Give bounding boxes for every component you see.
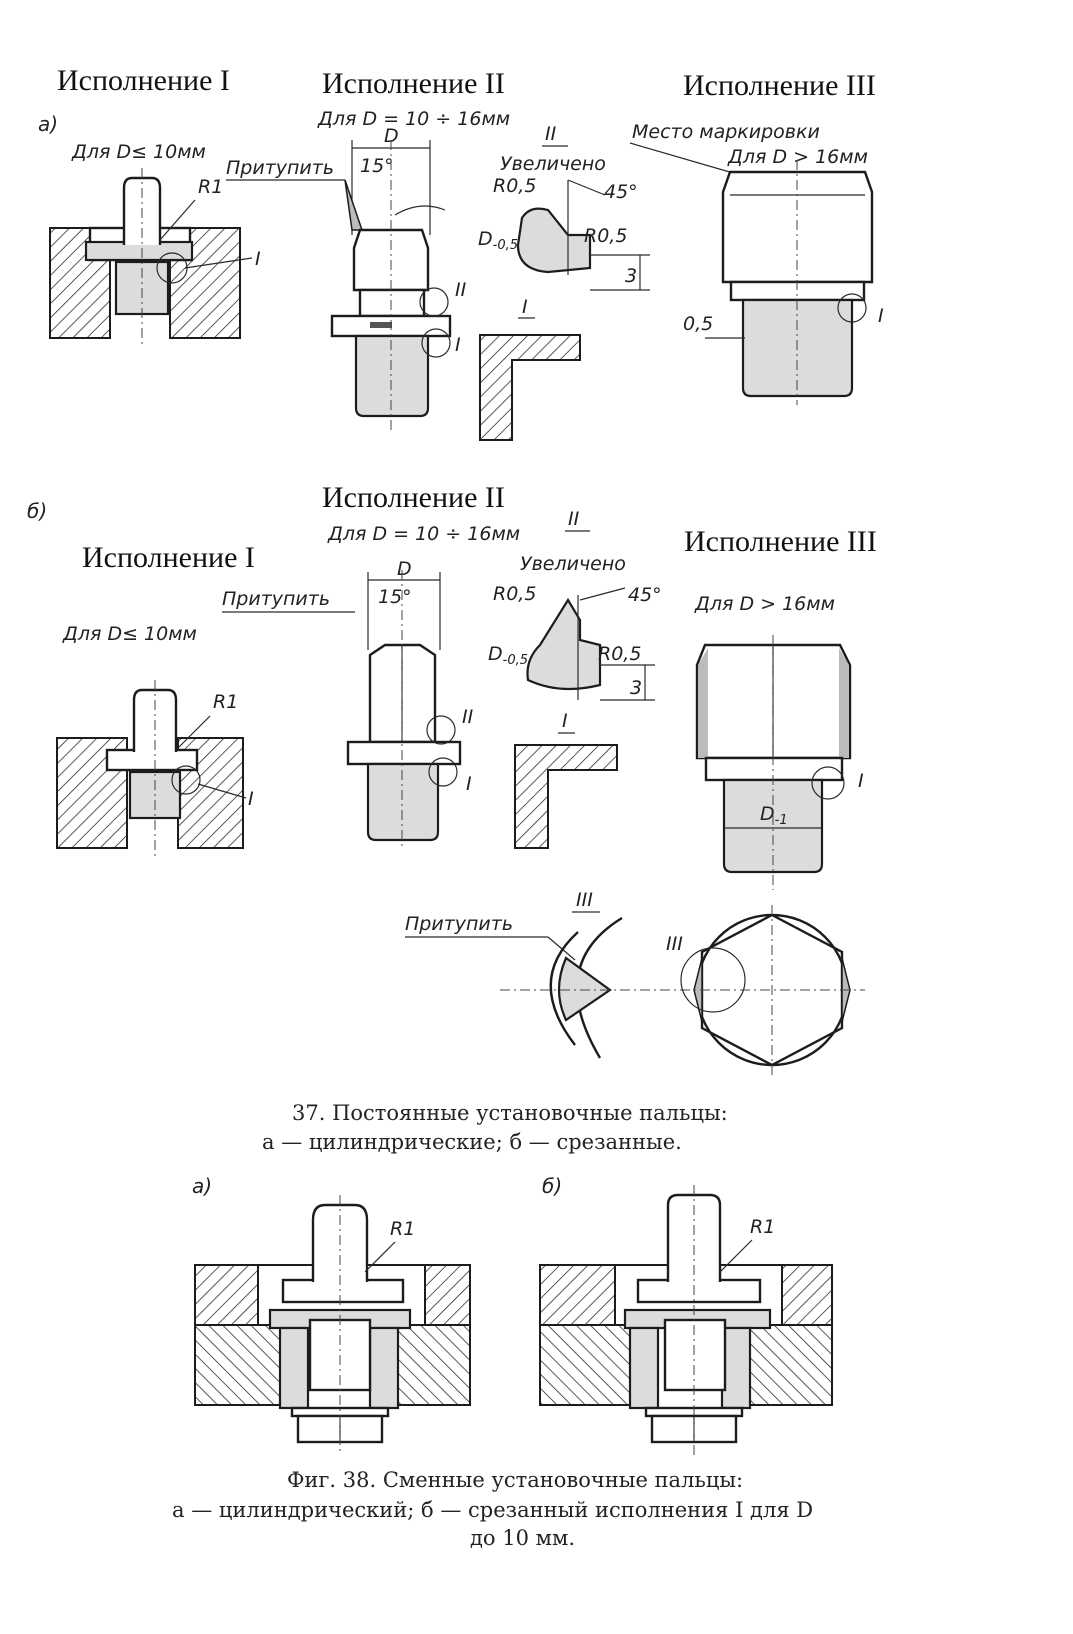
enlarged-b: Увеличено [520,553,626,575]
detail-i-b: I [514,710,618,849]
fig38-caption-line2: а — цилиндрический; б — срезанный исполн… [172,1498,813,1522]
detail-i-a-v1: I [255,248,261,270]
cond-b-v2: Для D = 10 ÷ 16мм [327,523,520,545]
pin-b-v2: Для D = 10 ÷ 16мм D 15° Притупить II I [222,523,520,850]
detail-i-b-v3: I [858,770,864,792]
fig37-caption-line1: 37. Постоянные установочные пальцы: [292,1101,728,1125]
cond-a-v2: Для D = 10 ÷ 16мм [317,108,510,130]
detail-i-b-v1: I [248,788,254,810]
top-view-b: III [666,905,865,1075]
detail-ii-a-v2: II [455,279,467,301]
cond-a-v3: Для D > 16мм [727,146,868,168]
detail-i-a-v2: I [455,334,461,356]
detail-ii-a: II Увеличено R0,5 45° D-0,5 R0,5 3 [478,123,650,291]
blunt-b-lower: Притупить [405,913,513,935]
fig38-a-r1: R1 [390,1218,415,1240]
d-minus-a: D-0,5 [478,228,518,253]
detail-i-b-title: I [562,710,568,732]
header-b-v2: Исполнение II [322,481,505,514]
detail-i-a-title: I [522,296,528,318]
detail-iii-b-mark: III [666,933,683,955]
angle45-a: 45° [604,181,638,203]
pin-a-v2: Для D = 10 ÷ 16мм D 15° Притупить II I [226,108,510,430]
fig38-b-letter: б) [542,1174,562,1198]
d-minus-b: D-0,5 [488,643,528,668]
r1-b-v1: R1 [213,691,238,713]
r05-b-side: R0,5 [598,643,641,665]
fig37-panel-b: б) Исполнение II Исполнение I Исполнение… [27,481,877,1154]
fig38-caption-line1: Фиг. 38. Сменные установочные пальцы: [287,1468,743,1492]
header-a-v3: Исполнение III [683,69,876,102]
cond-a-v1: Для D≤ 10мм [71,141,206,163]
detail-ii-a-title: II [545,123,557,145]
detail-i-b-v2: I [466,773,472,795]
header-b-v3: Исполнение III [684,525,877,558]
fig37-panel-a: Исполнение I Исполнение II Исполнение II… [38,64,884,441]
r05-b-top: R0,5 [493,583,536,605]
detail-ii-b-title: II [568,508,580,530]
fig38-b-r1: R1 [750,1216,775,1238]
panel-b-letter: б) [27,499,47,523]
header-a-v2: Исполнение II [322,67,505,100]
pin-a-v3: Место маркировки Для D > 16мм I 0,5 [629,121,884,405]
fig37-caption-line2: а — цилиндрические; б — срезанные. [262,1130,682,1154]
d-minus1-b: D-1 [760,803,788,828]
r05-a-side: R0,5 [584,225,627,247]
detail-i-a-v3: I [878,305,884,327]
pin-b-v3: Для D > 16мм D-1 I [694,593,864,890]
angle15-a-v2: 15° [360,155,394,177]
r05-a-top: R0,5 [493,175,536,197]
pin-a-v1: Для D≤ 10мм R1 I [49,141,261,345]
detail-ii-b: II Увеличено R0,5 45° D-0,5 R0,5 3 [488,508,662,701]
angle15-b-v2: 15° [378,586,412,608]
fig38-panel-b: б) R1 [539,1174,833,1455]
dim3-a: 3 [625,265,637,287]
angle45-b: 45° [628,584,662,606]
cond-b-v3: Для D > 16мм [694,593,835,615]
detail-iii-b-title: III [576,889,593,911]
detail-ii-b-v2: II [462,706,474,728]
blunt-b-v2: Притупить [222,588,330,610]
header-b-v1: Исполнение I [82,541,255,574]
dim05-a: 0,5 [683,313,713,335]
panel-a-letter: а) [38,112,58,136]
marking-place-a: Место маркировки [632,121,820,143]
pin-b-v1: Для D≤ 10мм R1 I [56,623,254,860]
dim3-b: 3 [630,677,642,699]
fig38-a-letter: а) [192,1174,212,1198]
fig38-panel-a: а) R1 [192,1174,471,1455]
r1-a-v1: R1 [198,176,223,198]
detail-i-a: I [479,296,581,441]
cond-b-v1: Для D≤ 10мм [62,623,197,645]
dim-d-a-v2: D [384,125,399,147]
fig38-caption-line3: до 10 мм. [470,1526,575,1550]
blunt-a-v2: Притупить [226,157,334,179]
header-a-v1: Исполнение I [57,64,230,97]
detail-iii-b: III Притупить [405,889,700,1059]
dim-d-b-v2: D [397,558,412,580]
enlarged-a: Увеличено [500,153,606,175]
